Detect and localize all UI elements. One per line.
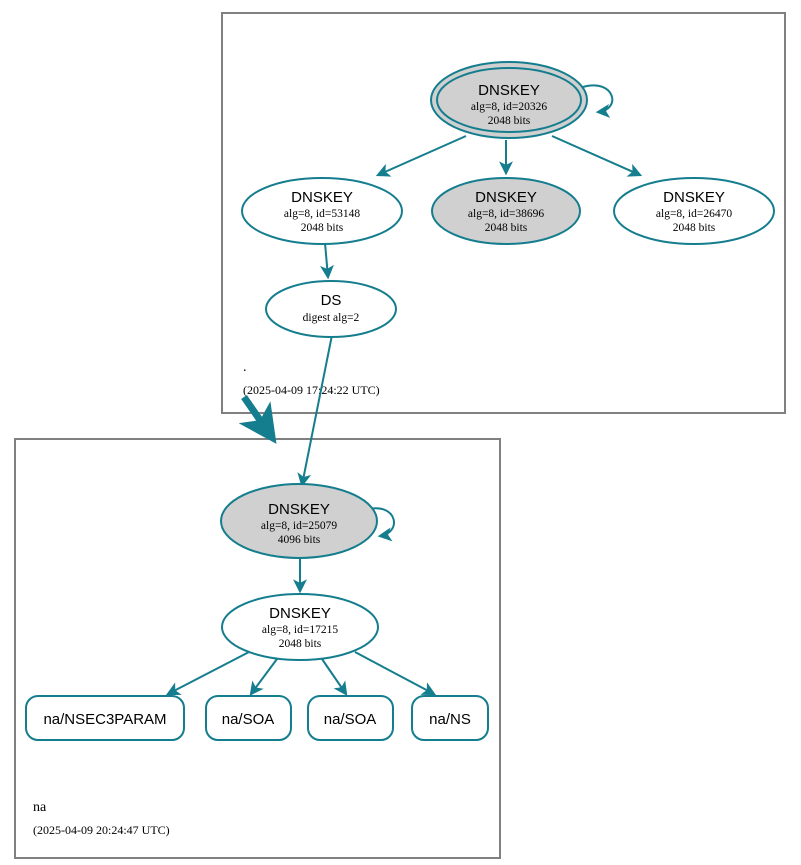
node-title: DS bbox=[321, 292, 342, 309]
rrset-box bbox=[307, 695, 394, 741]
edge-root-ksk-to-26470 bbox=[551, 135, 643, 177]
rrset-label: na/NSEC3PARAM bbox=[43, 711, 166, 728]
rrset-box bbox=[25, 695, 185, 741]
node-keyinfo: alg=8, id=17215 bbox=[262, 624, 338, 636]
rrset-box bbox=[411, 695, 489, 741]
zone-box-root: . (2025-04-09 17:24:22 UTC) bbox=[221, 12, 786, 414]
node-ellipse bbox=[265, 280, 397, 338]
node-dnskey-25079[interactable]: DNSKEY alg=8, id=25079 4096 bits bbox=[220, 483, 378, 559]
node-keysize: 2048 bits bbox=[488, 115, 531, 127]
edge-zsk-to-ns bbox=[354, 651, 437, 696]
edge-na-ksk-self-sign bbox=[367, 507, 395, 542]
node-title: DNSKEY bbox=[269, 605, 331, 622]
rrset-label: na/SOA bbox=[222, 711, 275, 728]
rrset-box bbox=[205, 695, 292, 741]
node-dnskey-26470[interactable]: DNSKEY alg=8, id=26470 2048 bits bbox=[613, 177, 775, 245]
node-title: DNSKEY bbox=[663, 189, 725, 206]
edge-53148-to-ds bbox=[320, 242, 334, 280]
node-keyinfo: alg=8, id=20326 bbox=[471, 101, 547, 113]
edge-root-ksk-self-sign bbox=[582, 84, 614, 118]
node-keyinfo: alg=8, id=53148 bbox=[284, 208, 360, 220]
node-keysize: 2048 bits bbox=[673, 222, 716, 234]
zone-label-na: na bbox=[33, 800, 47, 815]
edge-zsk-to-soa-1 bbox=[249, 658, 278, 696]
edge-layer bbox=[165, 84, 643, 696]
node-ellipse bbox=[220, 483, 378, 559]
edge-zsk-to-nsec3param bbox=[165, 651, 250, 696]
node-keysize: 2048 bits bbox=[279, 638, 322, 650]
node-dnskey-38696[interactable]: DNSKEY alg=8, id=38696 2048 bits bbox=[431, 177, 581, 245]
zone-timestamp-na: (2025-04-09 20:24:47 UTC) bbox=[33, 823, 170, 837]
node-inner-ring bbox=[436, 67, 582, 133]
edge-root-ksk-to-53148 bbox=[375, 135, 467, 177]
edge-zsk-to-soa-2 bbox=[321, 658, 348, 696]
node-keysize: 2048 bits bbox=[485, 222, 528, 234]
node-ellipse bbox=[241, 177, 403, 245]
node-title: DNSKEY bbox=[478, 82, 540, 99]
node-dnskey-17215[interactable]: DNSKEY alg=8, id=17215 2048 bits bbox=[221, 593, 379, 661]
rrset-na-ns[interactable]: na/NS bbox=[411, 695, 489, 741]
node-keysize: 4096 bits bbox=[278, 534, 321, 546]
node-title: DNSKEY bbox=[475, 189, 537, 206]
rrset-na-soa-1[interactable]: na/SOA bbox=[205, 695, 292, 741]
edge-ds-to-na-ksk bbox=[297, 329, 334, 488]
zone-border-root bbox=[221, 12, 786, 414]
rrset-na-nsec3param[interactable]: na/NSEC3PARAM bbox=[25, 695, 185, 741]
node-keyinfo: alg=8, id=26470 bbox=[656, 208, 732, 220]
node-keyinfo: alg=8, id=38696 bbox=[468, 208, 544, 220]
rrset-na-soa-2[interactable]: na/SOA bbox=[307, 695, 394, 741]
node-ellipse bbox=[431, 177, 581, 245]
node-ellipse bbox=[221, 593, 379, 661]
zone-label-root: . bbox=[243, 360, 247, 375]
edge-delegation-root-to-na bbox=[238, 395, 277, 444]
node-dnskey-20326[interactable]: DNSKEY alg=8, id=20326 2048 bits bbox=[430, 61, 588, 139]
node-ellipse bbox=[613, 177, 775, 245]
node-keysize: 2048 bits bbox=[301, 222, 344, 234]
node-title: DNSKEY bbox=[291, 189, 353, 206]
node-dnskey-53148[interactable]: DNSKEY alg=8, id=53148 2048 bits bbox=[241, 177, 403, 245]
node-title: DNSKEY bbox=[268, 501, 330, 518]
rrset-label: na/SOA bbox=[324, 711, 377, 728]
zone-timestamp-root: (2025-04-09 17:24:22 UTC) bbox=[243, 383, 380, 397]
node-ds-digest-alg-2[interactable]: DS digest alg=2 bbox=[265, 280, 397, 338]
node-keyinfo: alg=8, id=25079 bbox=[261, 520, 337, 532]
node-digest-alg: digest alg=2 bbox=[303, 312, 360, 324]
rrset-label: na/NS bbox=[429, 711, 471, 728]
